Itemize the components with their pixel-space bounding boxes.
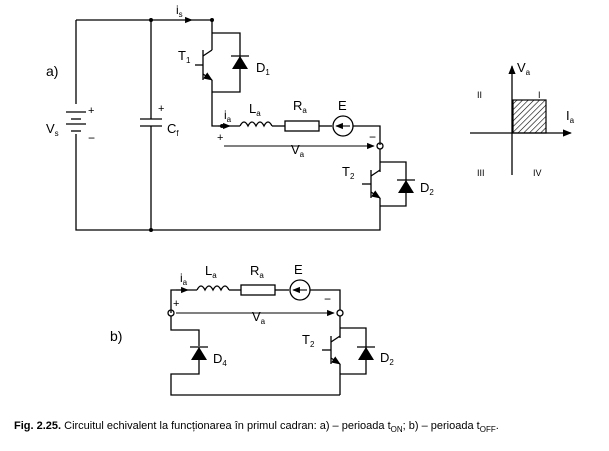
bottom-wire bbox=[75, 20, 381, 231]
d1-label: D1 bbox=[256, 60, 270, 77]
la-label: La bbox=[249, 101, 261, 118]
b-va-minus: − bbox=[324, 292, 331, 306]
cf-label: Cf bbox=[167, 121, 179, 138]
e-to-node-wire bbox=[353, 125, 381, 145]
b-d4-top-wire bbox=[170, 316, 200, 346]
t1-transistor bbox=[195, 32, 241, 93]
b-bottom-wire bbox=[170, 360, 340, 396]
caption-end: . bbox=[495, 420, 499, 432]
caption-mid: ; b) – perioada t bbox=[402, 420, 480, 432]
va-plus: + bbox=[217, 132, 223, 144]
t2-transistor bbox=[362, 149, 407, 207]
b-right-top-wire bbox=[310, 289, 341, 310]
vs-plus: + bbox=[88, 105, 94, 117]
va-label: Va bbox=[291, 142, 305, 159]
quadrant-2-label: II bbox=[477, 90, 482, 100]
is-label: is bbox=[176, 3, 183, 19]
b-t2-label: T2 bbox=[302, 332, 315, 349]
top-wire bbox=[76, 19, 213, 33]
vs-minus: − bbox=[88, 131, 95, 145]
t2-label: T2 bbox=[342, 164, 355, 181]
junction-cf-top bbox=[149, 18, 153, 22]
ra-label: Ra bbox=[293, 98, 307, 115]
junction-cf-bottom bbox=[149, 228, 153, 232]
e-label: E bbox=[338, 98, 347, 113]
caption-on: ON bbox=[390, 425, 403, 435]
d2-label: D2 bbox=[420, 180, 434, 197]
quadrant-3-label: III bbox=[477, 168, 485, 178]
d4-diode bbox=[190, 346, 208, 360]
b-va-plus: + bbox=[173, 298, 179, 310]
d1-diode bbox=[231, 55, 249, 69]
b-e-label: E bbox=[294, 262, 303, 277]
d4-label: D4 bbox=[213, 351, 227, 368]
caption-text: Circuitul echivalent la funcționarea în … bbox=[61, 420, 391, 432]
x-axis-label: Ia bbox=[566, 108, 575, 125]
la-inductor bbox=[239, 121, 273, 128]
d2-diode bbox=[397, 179, 415, 193]
quadrant-4-label: IV bbox=[533, 168, 542, 178]
b-ra-resistor bbox=[240, 284, 276, 296]
b-d2-label: D2 bbox=[380, 350, 394, 367]
quadrant-diagram: Va Ia I II III IV bbox=[470, 60, 575, 178]
caption-fig-number: Fig. 2.25. bbox=[14, 420, 62, 432]
quadrant-1-hatched bbox=[512, 99, 547, 134]
b-t2-transistor bbox=[322, 316, 367, 395]
caption-off: OFF bbox=[479, 425, 496, 435]
cf-plus: + bbox=[158, 103, 164, 115]
figure-caption: Fig. 2.25. Circuitul echivalent la funcț… bbox=[14, 420, 499, 434]
b-ra-label: Ra bbox=[250, 263, 264, 280]
b-va-label: Va bbox=[252, 309, 266, 326]
ra-resistor bbox=[284, 120, 320, 132]
y-axis-label: Va bbox=[517, 60, 531, 77]
quadrant-1-label: I bbox=[538, 90, 541, 100]
circuit-a: a) + − Vs + Cf is bbox=[46, 3, 434, 232]
vs-label: Vs bbox=[46, 121, 59, 138]
panel-b-label: b) bbox=[110, 328, 122, 344]
b-terminal-right bbox=[336, 309, 344, 317]
junction-top-t1 bbox=[210, 18, 214, 22]
va-minus: − bbox=[369, 130, 376, 144]
b-la-inductor bbox=[196, 285, 230, 292]
b-la-label: La bbox=[205, 263, 217, 280]
circuit-b: b) ia La Ra E + − Va D4 bbox=[110, 262, 394, 396]
ia-label: ia bbox=[224, 108, 232, 124]
t1-label: T1 bbox=[178, 48, 191, 65]
b-d2-diode bbox=[357, 346, 375, 360]
b-ia-label: ia bbox=[180, 271, 188, 287]
panel-a-label: a) bbox=[46, 63, 58, 79]
